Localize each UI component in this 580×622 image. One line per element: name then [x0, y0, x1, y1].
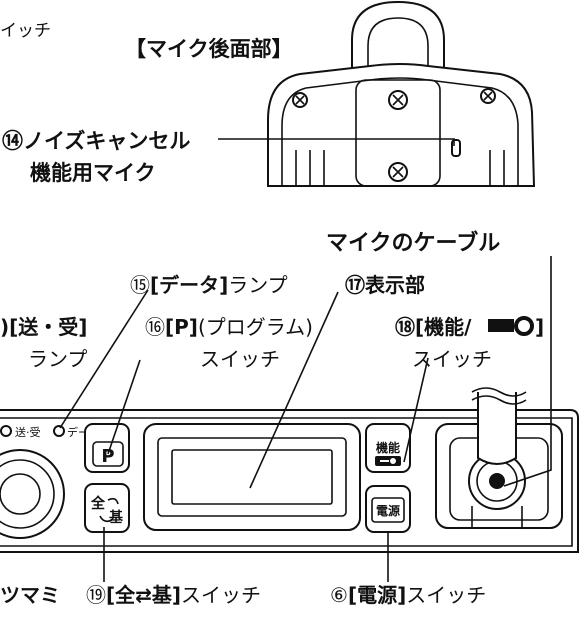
leader-lines — [59, 138, 552, 582]
front-panel-drawing: 送·受 データ P 全 基 機 — [0, 387, 579, 553]
base-key-label: 基 — [109, 509, 124, 526]
screw-icon — [388, 90, 408, 110]
p-key[interactable]: P — [84, 423, 130, 473]
tx-rx-lamp — [0, 425, 12, 437]
label-func-switch-tail: スイッチ — [412, 347, 492, 371]
power-key[interactable]: 電源 — [365, 485, 411, 533]
label-noise-cancel-2: 機能用マイク — [30, 161, 156, 185]
function-key-label: 機能 — [376, 440, 400, 455]
label-func-switch-close: ] — [535, 315, 544, 339]
power-key-label: 電源 — [376, 503, 400, 518]
label-display: ⑰表示部 — [345, 273, 425, 297]
all-base-key[interactable]: 全 基 — [84, 483, 130, 533]
panel-lamp-tx-rx: 送·受 — [15, 425, 41, 439]
label-tx-rx: )[送・受] — [0, 315, 87, 339]
label-noise-cancel-1: ⑭ノイズキャンセル — [2, 129, 190, 153]
all-key-label: 全 — [90, 495, 106, 512]
label-all-base-switch: ⑲[全⇄基]スイッチ — [86, 583, 261, 607]
labels: イッチ 【マイク後面部】 ⑭ノイズキャンセル 機能用マイク マイクのケーブル ⑮… — [0, 21, 544, 607]
label-tx-rx-lamp: ランプ — [28, 347, 87, 371]
screw-icon — [388, 162, 408, 182]
lcd-display — [143, 423, 361, 531]
mic-cable-connector — [435, 387, 563, 529]
label-p-switch: ⑯[P](プログラム) — [145, 315, 313, 339]
p-key-label: P — [101, 446, 114, 467]
label-knob: ツマミ — [0, 583, 60, 607]
function-key[interactable]: 機能 — [365, 423, 411, 473]
label-mic-rear: 【マイク後面部】 — [125, 37, 293, 61]
label-func-switch: ⑱[機能/ — [395, 315, 472, 339]
label-p-switch-tail: スイッチ — [200, 347, 280, 371]
label-power-switch: ⑥[電源]スイッチ — [330, 583, 486, 607]
data-lamp — [53, 425, 65, 437]
screw-icon — [292, 92, 308, 108]
key-icon — [488, 316, 534, 336]
label-mic-cable: マイクのケーブル — [326, 230, 500, 256]
label-data-lamp: ⑮[データ]ランプ — [130, 273, 288, 297]
volume-knob[interactable] — [0, 449, 65, 539]
microphone-rear-drawing — [267, 0, 536, 187]
label-top-left-fragment: イッチ — [0, 21, 51, 41]
screw-icon — [480, 88, 496, 104]
